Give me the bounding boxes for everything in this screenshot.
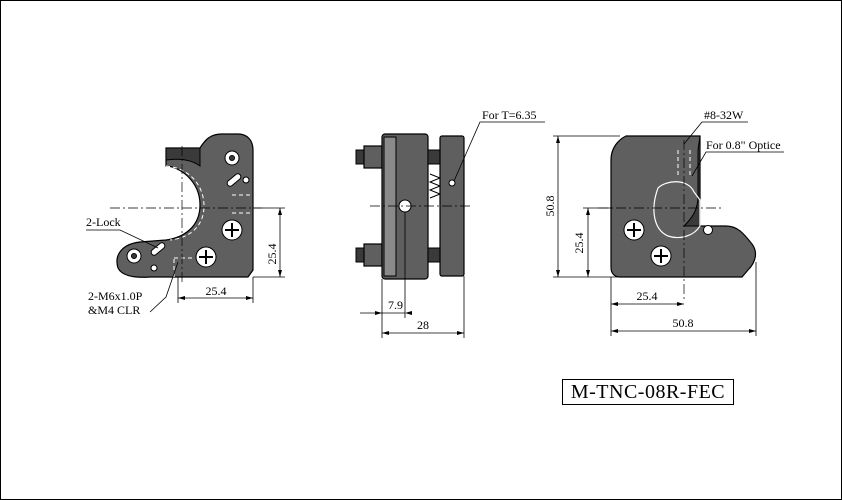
model-title-box: M-TNC-08R-FEC [562, 379, 734, 405]
front-lock-leader [86, 229, 159, 249]
front-adjuster-cross-right [225, 223, 239, 237]
front-hidden-lines [173, 194, 252, 277]
back-view [553, 121, 784, 336]
back-width-total-dim: 50.8 [673, 316, 694, 330]
front-thread-callout-1: 2-M6x1.0P [88, 289, 143, 303]
front-mount-body [116, 133, 254, 278]
side-top-spacer [427, 149, 441, 165]
side-bottom-screw-body [363, 243, 383, 267]
front-view [86, 133, 285, 313]
back-tap-hidden [677, 150, 691, 176]
back-small-hole [703, 225, 713, 235]
side-thickness-leader [453, 121, 545, 182]
side-depth-dim: 28 [417, 318, 429, 332]
front-height-dim: 25.4 [265, 244, 279, 265]
side-view [355, 121, 545, 338]
side-bottom-screw-head [355, 247, 365, 263]
back-tap-callout: #8-32W [704, 108, 744, 122]
back-height-center-dim: 25.4 [572, 233, 586, 254]
back-optic-leader [691, 151, 784, 177]
front-lock-screw-bottom-center [131, 253, 137, 259]
front-adjuster-cross-bottom [199, 250, 213, 264]
back-mount-body [610, 135, 757, 278]
side-spring [428, 173, 442, 199]
back-tap-leader [683, 121, 748, 145]
front-upper-arm [165, 147, 201, 167]
back-bore [653, 181, 701, 239]
front-thread-leader [149, 261, 179, 313]
back-optic-callout: For 0.8" Optice [706, 138, 781, 152]
front-lock-screw-top-center [229, 155, 235, 161]
front-lock-slot-top [226, 173, 242, 187]
front-lock-callout: 2-Lock [86, 215, 121, 229]
front-small-hole-top [242, 176, 250, 184]
front-small-hole-bottom [150, 264, 158, 272]
side-plate-edge [383, 136, 397, 277]
side-front-hole [448, 179, 456, 187]
side-top-screw-body [363, 145, 383, 169]
side-top-screw-head [355, 149, 365, 165]
side-thickness-callout: For T=6.35 [482, 108, 537, 122]
back-width-center-dim: 25.4 [637, 289, 658, 303]
front-thread-callout-2: &M4 CLR [88, 303, 140, 317]
side-bottom-spacer [427, 247, 441, 263]
front-width-dim: 25.4 [206, 284, 227, 298]
model-number: M-TNC-08R-FEC [570, 380, 726, 403]
side-offset-dim: 7.9 [388, 298, 403, 312]
back-height-total-dim: 50.8 [543, 196, 557, 217]
